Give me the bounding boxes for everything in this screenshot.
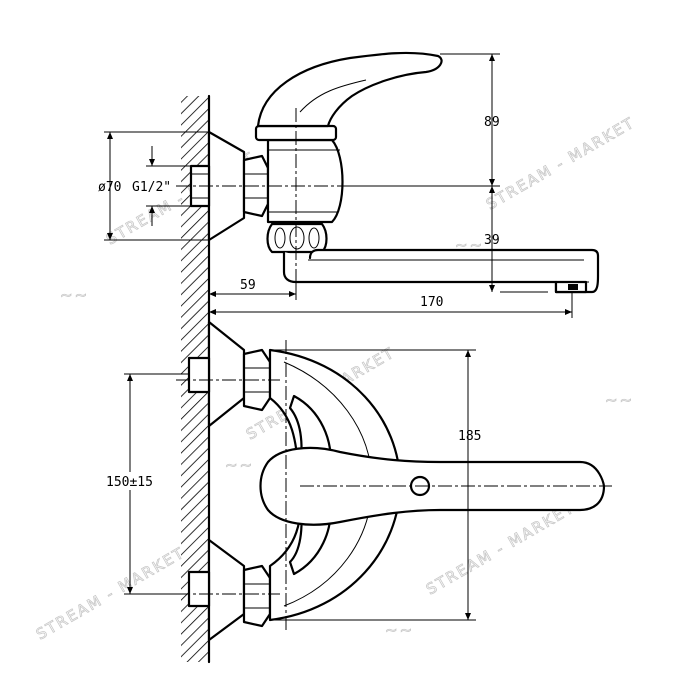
watermark-logo: ~~ — [225, 456, 254, 474]
watermark-text: STREAM - MARKET — [483, 113, 638, 213]
lower-inlet — [187, 570, 211, 608]
spout — [282, 248, 600, 294]
watermark-logo: ~~ — [605, 391, 634, 409]
upper-inlet — [187, 356, 211, 394]
lower-nut — [242, 564, 272, 628]
dim-connection-spacing: 150±15 — [106, 475, 153, 490]
upper-flange — [207, 320, 246, 428]
dim-lower-height: 185 — [458, 429, 481, 444]
side-view — [176, 51, 600, 300]
dim-thread: G1/2" — [132, 180, 171, 195]
dim-height-upper: 89 — [484, 115, 500, 130]
lever-handle — [256, 51, 443, 128]
watermark-logo: ~~ — [385, 621, 414, 639]
plan-view — [176, 320, 612, 642]
valve-body — [266, 138, 344, 224]
watermark-text: STREAM - MARKET — [33, 543, 188, 643]
watermark-logo: ~~ — [60, 286, 89, 304]
dim-spout-reach: 170 — [420, 295, 443, 310]
dim-spout-offset: 59 — [240, 278, 256, 293]
watermark-text: STREAM - MARKET — [423, 498, 578, 598]
dim-flange-diameter: ø70 — [98, 180, 121, 195]
dimension-lines: 89 39 59 170 ø70 G1/2" 185 150 — [98, 53, 573, 621]
lower-flange — [207, 538, 246, 642]
dim-outlet-drop: 39 — [484, 233, 500, 248]
spout-swivel — [266, 222, 328, 254]
